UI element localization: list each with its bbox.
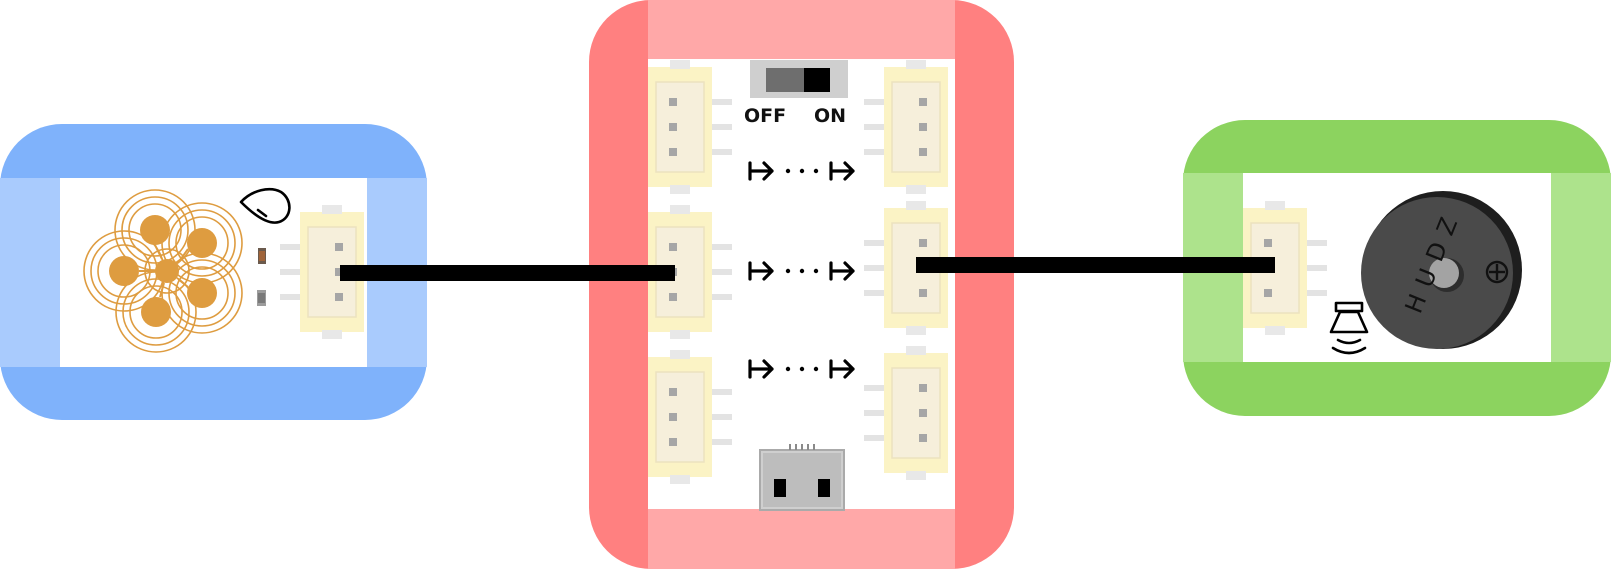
signal-arrow-icon xyxy=(748,161,855,181)
power-switch[interactable] xyxy=(750,60,848,98)
usb-c-port-icon[interactable] xyxy=(759,444,845,511)
hub-module: OFF ON xyxy=(589,0,1014,569)
buzzer-icon xyxy=(1329,301,1369,355)
wire-hub-to-buzzer xyxy=(916,257,1275,273)
buzzer-module: HUDZ xyxy=(1183,120,1611,416)
touch-icon xyxy=(239,188,291,224)
signal-arrow-icon xyxy=(748,359,855,379)
wire-sensor-to-hub xyxy=(340,265,675,281)
piezo-buzzer: HUDZ xyxy=(1361,191,1522,349)
switch-on-label: ON xyxy=(814,105,846,127)
switch-off-label: OFF xyxy=(744,105,786,127)
signal-arrow-icon xyxy=(748,261,855,281)
